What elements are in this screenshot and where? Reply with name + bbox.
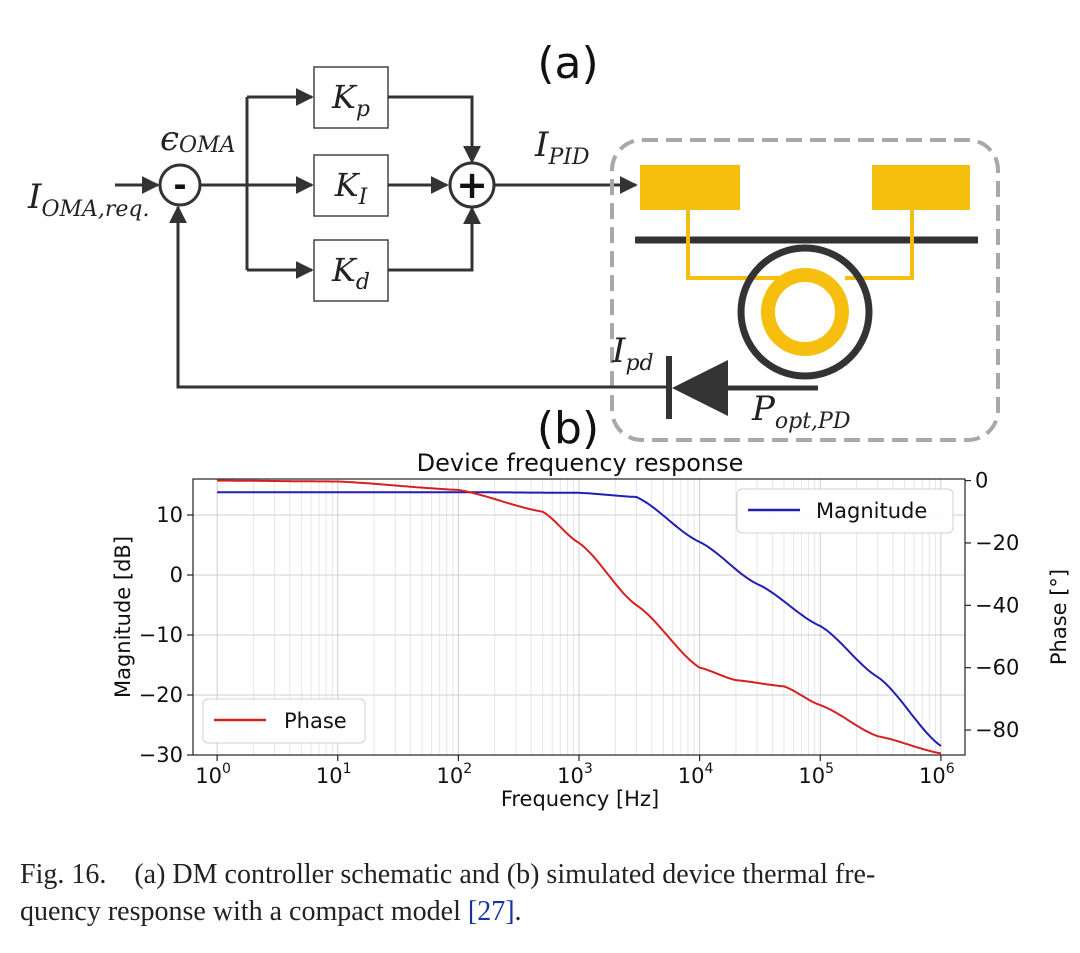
ring-heater bbox=[761, 268, 849, 356]
kd-label: Kd bbox=[331, 251, 370, 295]
x-tick-label: 105 bbox=[798, 761, 834, 788]
input-label: IOMA,req. bbox=[27, 177, 150, 222]
minus-symbol: - bbox=[173, 166, 186, 204]
popt-label: Popt,PD bbox=[751, 389, 851, 434]
heater-wire-left bbox=[686, 210, 790, 280]
chart-series bbox=[217, 479, 942, 755]
y-tick-label: −20 bbox=[139, 683, 183, 707]
legend-phase: Phase bbox=[202, 698, 366, 744]
kp-out-wire bbox=[388, 95, 481, 164]
series-line-magnitude bbox=[217, 491, 942, 747]
figure-caption: Fig. 16. (a) DM controller schematic and… bbox=[20, 856, 1065, 930]
pd-label: Ipd bbox=[611, 331, 654, 376]
caption-label: Fig. 16. bbox=[20, 859, 107, 890]
y2-axis-label: Phase [°] bbox=[1047, 569, 1071, 665]
device-box bbox=[610, 138, 1000, 442]
x-tick-label: 101 bbox=[316, 761, 352, 788]
pid-label: IPID bbox=[534, 125, 590, 170]
x-tick-label: 104 bbox=[678, 761, 714, 788]
caption-ref[interactable]: [27] bbox=[467, 896, 515, 927]
ki-label: KI bbox=[334, 166, 369, 210]
kp-label: Kp bbox=[331, 78, 370, 122]
photodiode-triangle bbox=[672, 360, 728, 416]
y-axis-label: Magnitude [dB] bbox=[111, 536, 135, 698]
x-tick-label: 106 bbox=[919, 761, 955, 788]
heater-pad-left bbox=[640, 165, 740, 210]
x-tick-label: 100 bbox=[195, 761, 231, 788]
x-axis-label: Frequency [Hz] bbox=[501, 787, 659, 811]
kd-out-wire bbox=[388, 206, 481, 272]
heater-wire-right bbox=[845, 210, 914, 280]
chart-title: Device frequency response bbox=[417, 449, 744, 477]
error-label: ϵOMA bbox=[160, 119, 236, 159]
legend-magnitude-box bbox=[736, 488, 954, 534]
y2-tick-label: −40 bbox=[975, 593, 1019, 617]
panel-a-label: (a) bbox=[537, 38, 598, 89]
heater-pad-right bbox=[872, 165, 970, 210]
y2-tick-label: −80 bbox=[975, 718, 1019, 742]
y-tick-label: 0 bbox=[170, 563, 183, 587]
legend-phase-label: Phase bbox=[284, 709, 347, 733]
feedback-wire bbox=[169, 205, 669, 389]
plus-symbol: + bbox=[456, 163, 488, 207]
legend-magnitude-label: Magnitude bbox=[816, 499, 927, 523]
caption-end: . bbox=[514, 896, 522, 927]
y2-tick-label: 0 bbox=[975, 469, 988, 493]
ring-resonator bbox=[737, 244, 873, 380]
legend-magnitude: Magnitude bbox=[736, 488, 954, 534]
y2-tick-label: −60 bbox=[975, 656, 1019, 680]
y-tick-label: −10 bbox=[139, 623, 183, 647]
y-tick-label: 10 bbox=[156, 503, 183, 527]
series-line-phase bbox=[217, 479, 942, 755]
caption-line1: (a) DM controller schematic and (b) simu… bbox=[134, 859, 876, 890]
panel-b-label: (b) bbox=[537, 403, 599, 454]
figure-canvas: (a) IOMA,req. ϵOMA - Kp KI Kd + IPID bbox=[27, 38, 1071, 811]
ki-block bbox=[313, 154, 389, 217]
x-tick-label: 103 bbox=[557, 761, 593, 788]
y2-tick-label: −20 bbox=[975, 531, 1019, 555]
kp-block bbox=[313, 66, 389, 129]
legend-phase-box bbox=[202, 698, 366, 744]
kd-block bbox=[313, 239, 389, 302]
x-tick-label: 102 bbox=[437, 761, 473, 788]
y-tick-label: −30 bbox=[139, 743, 183, 767]
caption-line2: quency response with a compact model bbox=[20, 896, 468, 927]
panel-a: (a) IOMA,req. ϵOMA - Kp KI Kd + IPID bbox=[27, 38, 1000, 442]
